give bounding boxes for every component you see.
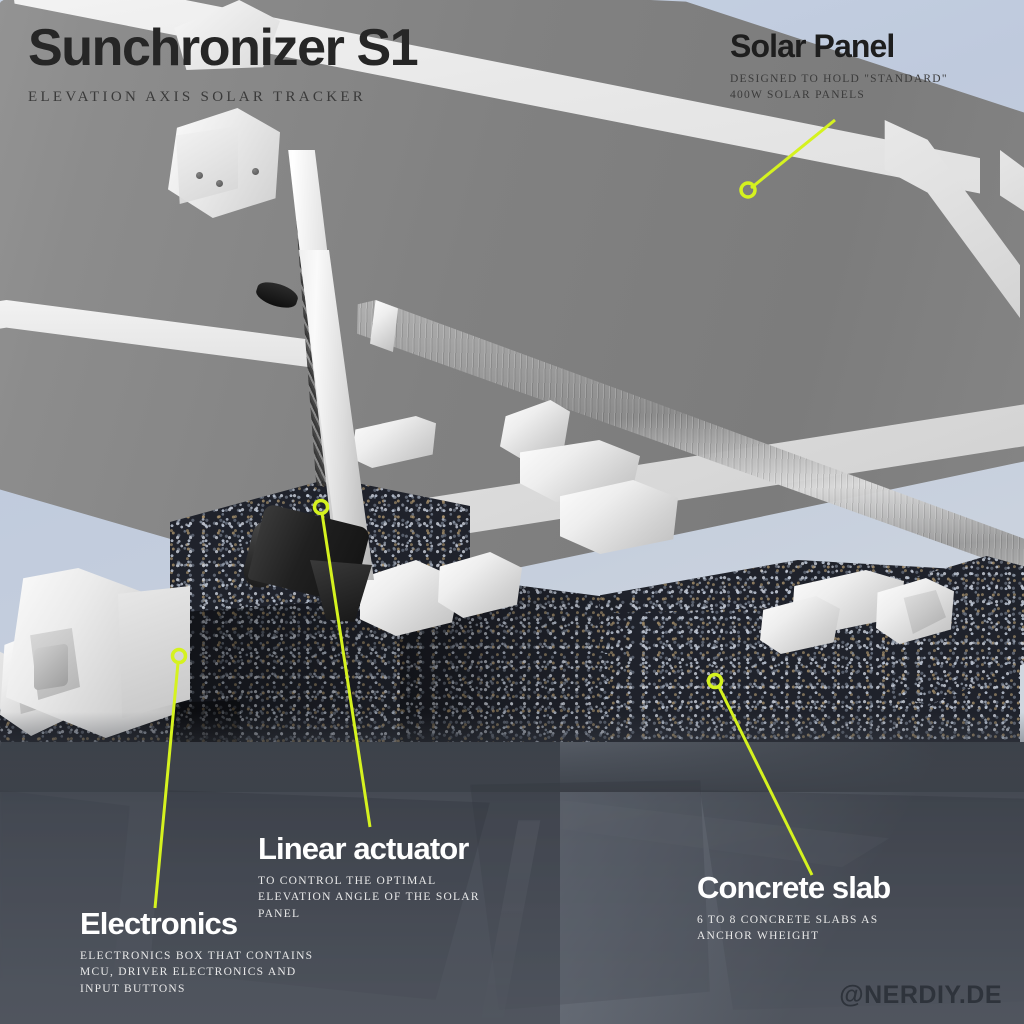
callout-concrete-slab-title: Concrete slab xyxy=(697,870,891,905)
callout-concrete-slab-desc: 6 TO 8 CONCRETE SLABS AS ANCHOR WHEIGHT xyxy=(697,914,879,943)
page-title: Sunchronizer S1 xyxy=(28,19,419,77)
leader-line-solar-panel xyxy=(750,118,836,190)
callout-linear-actuator-title: Linear actuator xyxy=(258,831,469,866)
reflection-electronics-box xyxy=(0,790,130,990)
leader-dot-linear-actuator xyxy=(312,498,330,516)
callout-solar-panel-title: Solar Panel xyxy=(730,28,895,64)
page-subtitle: ELEVATION AXIS SOLAR TRACKER xyxy=(28,89,367,105)
callout-electronics-desc: ELECTRONICS BOX THAT CONTAINS MCU, DRIVE… xyxy=(80,950,314,995)
callout-electronics: Electronics ELECTRONICS BOX THAT CONTAIN… xyxy=(80,908,330,997)
screw-icon xyxy=(216,180,223,187)
leader-dot-electronics xyxy=(170,647,188,665)
reflection-slab-right xyxy=(700,790,1024,1010)
leader-dot-concrete-slab xyxy=(706,672,724,690)
callout-solar-panel: Solar Panel DESIGNED TO HOLD "STANDARD" … xyxy=(730,30,1000,104)
callout-linear-actuator-desc: TO CONTROL THE OPTIMAL ELEVATION ANGLE O… xyxy=(258,875,480,920)
mount-bracket-actuator-top-ear xyxy=(370,300,398,352)
top-junction-box-label-face xyxy=(176,126,238,204)
page-title-block: Sunchronizer S1 ELEVATION AXIS SOLAR TRA… xyxy=(28,19,419,105)
mount-bracket-center-right xyxy=(560,480,678,554)
screw-icon xyxy=(252,168,259,175)
reflection-slab-center xyxy=(150,790,490,1000)
leader-line-linear-actuator xyxy=(320,512,372,828)
leader-line-electronics xyxy=(153,662,180,909)
reflection-slab-middle xyxy=(470,780,710,1010)
screw-icon xyxy=(196,172,203,179)
electronics-box-front-face xyxy=(118,586,190,718)
callout-electronics-title: Electronics xyxy=(80,906,238,941)
leader-dot-solar-panel xyxy=(739,181,757,199)
callout-solar-panel-desc: DESIGNED TO HOLD "STANDARD" 400W SOLAR P… xyxy=(730,73,948,102)
leader-line-concrete-slab xyxy=(717,686,814,876)
watermark: @NERDIY.DE xyxy=(839,981,1002,1009)
callout-concrete-slab: Concrete slab 6 TO 8 CONCRETE SLABS AS A… xyxy=(697,872,947,945)
callout-linear-actuator: Linear actuator TO CONTROL THE OPTIMAL E… xyxy=(258,833,518,922)
